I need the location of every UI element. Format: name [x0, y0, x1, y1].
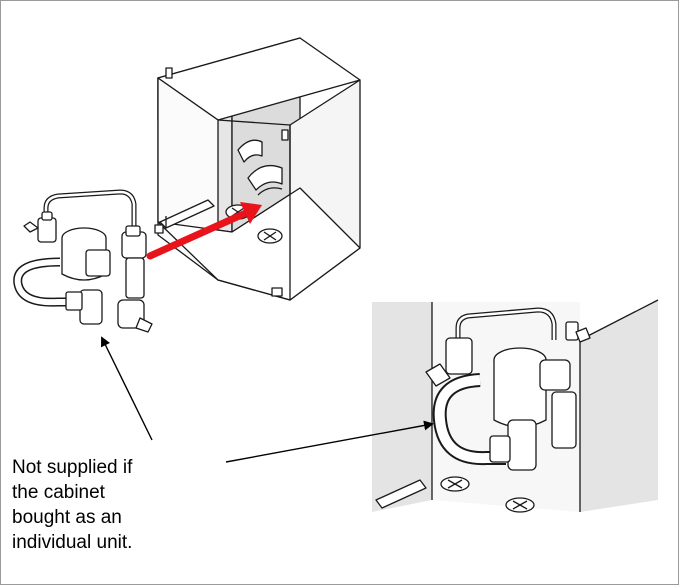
cabinet-icon [154, 37, 361, 301]
valve-assembly-icon [13, 189, 153, 333]
callout-text: Not supplied if the cabinet bought as an… [12, 455, 242, 555]
callout-line-3: bought as an [12, 507, 122, 528]
callout-line-4: individual unit. [12, 532, 133, 553]
insertion-arrow-icon [146, 202, 262, 260]
callout-line-1: Not supplied if [12, 457, 133, 478]
callout-line-2: the cabinet [12, 482, 105, 503]
inset-detail-view [372, 299, 659, 513]
pointer-arrow-icon [101, 336, 434, 463]
